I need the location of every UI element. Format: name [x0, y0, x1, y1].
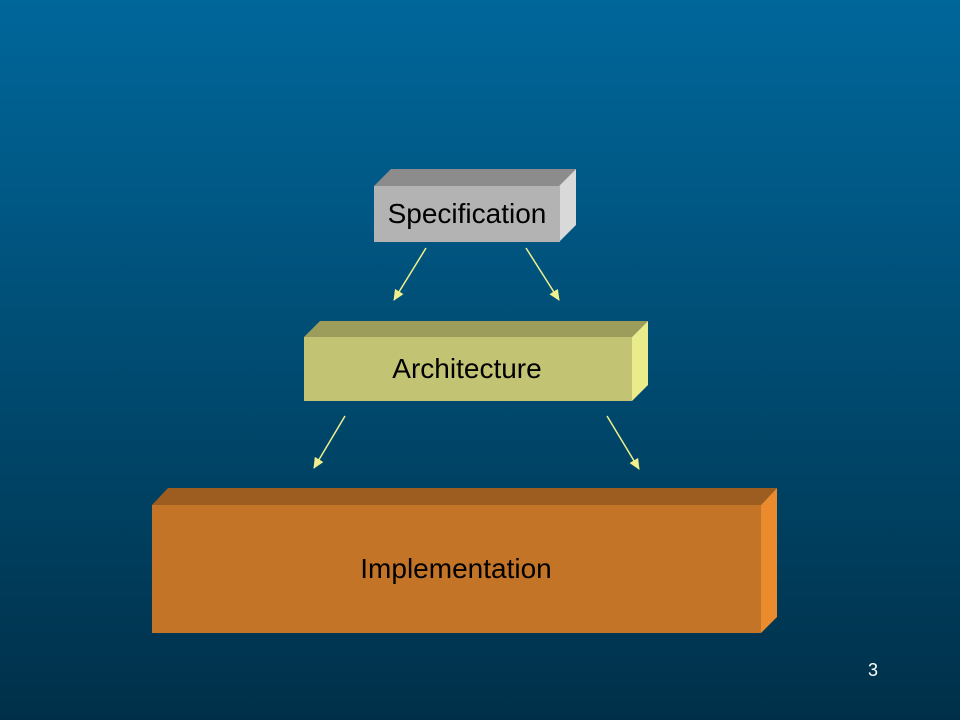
arrow-spec-to-arch-left	[393, 247, 427, 301]
implementation-block-top	[152, 488, 777, 505]
implementation-label: Implementation	[360, 553, 552, 584]
arrow-arch-to-impl-left	[313, 415, 346, 469]
implementation-block-side	[761, 488, 777, 633]
specification-label: Specification	[387, 198, 547, 229]
specification-block-side	[559, 169, 576, 242]
architecture-block	[304, 321, 648, 401]
arrow-spec-to-arch-right	[525, 247, 560, 301]
specification-block-top	[374, 169, 576, 186]
architecture-label: Architecture	[392, 353, 542, 384]
architecture-block-top	[304, 321, 648, 337]
specification-block-front	[374, 186, 560, 242]
specification-block	[374, 169, 576, 242]
arrow-arch-to-impl-right	[606, 415, 640, 470]
architecture-block-side	[632, 321, 648, 401]
implementation-block	[152, 488, 777, 633]
page-number: 3	[867, 660, 878, 680]
implementation-block-front	[152, 505, 761, 633]
architecture-block-front	[304, 337, 632, 401]
